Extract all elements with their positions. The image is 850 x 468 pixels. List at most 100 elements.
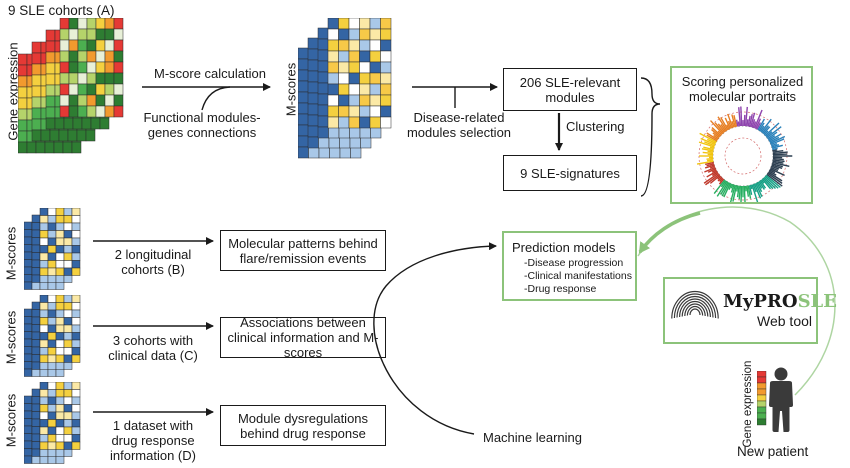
radial-bar bbox=[717, 116, 728, 132]
radial-bar bbox=[757, 118, 765, 131]
radial-bar bbox=[772, 149, 778, 152]
fingerprint-icon bbox=[671, 285, 719, 342]
radial-bar bbox=[752, 121, 757, 129]
fingerprint-ridge bbox=[679, 298, 711, 318]
radial-bar bbox=[710, 120, 724, 135]
radial-bar bbox=[738, 107, 742, 127]
radial-bar bbox=[740, 185, 743, 204]
radial-bar bbox=[750, 184, 753, 190]
functional-modules-label: Functional modules-genes connections bbox=[143, 110, 261, 140]
radial-bar bbox=[762, 126, 771, 135]
radial-bar bbox=[736, 185, 740, 198]
radial-bar bbox=[751, 119, 756, 128]
radial-bar bbox=[751, 184, 759, 204]
mscore-cell bbox=[71, 354, 81, 363]
radial-bar bbox=[706, 134, 718, 142]
radial-bar bbox=[770, 165, 780, 170]
gene-expression-heatmap-stack bbox=[18, 18, 138, 158]
radial-bar bbox=[733, 115, 738, 127]
radial-bar bbox=[735, 119, 739, 127]
radial-bar bbox=[764, 122, 780, 137]
mscore-calculation-label: M-score calculation bbox=[154, 66, 266, 81]
radial-bar bbox=[755, 118, 762, 130]
radial-bar bbox=[730, 183, 734, 189]
radial-bar bbox=[769, 169, 776, 174]
gene-expression-cell bbox=[99, 117, 110, 130]
radial-bar bbox=[769, 136, 780, 143]
radial-guide-circle bbox=[724, 137, 762, 175]
person-icon bbox=[765, 367, 797, 438]
radial-bar bbox=[726, 124, 730, 130]
radial-bar bbox=[768, 133, 782, 142]
new-patient-label: New patient bbox=[737, 444, 809, 459]
mscores-heatmap-stack bbox=[298, 18, 408, 163]
radial-bar bbox=[765, 174, 781, 188]
radial-bar bbox=[706, 163, 715, 167]
radial-bar bbox=[706, 157, 714, 160]
radial-bar bbox=[717, 123, 726, 133]
radial-bar bbox=[736, 185, 739, 192]
fingerprint-ridge bbox=[676, 295, 714, 318]
signatures-box: 9 SLE-signatures bbox=[503, 155, 637, 191]
fingerprint-ridge bbox=[671, 290, 719, 319]
portrait-box: Scoring personalized molecular portraits bbox=[670, 66, 813, 206]
row-b-cohort-text: 2 longitudinal cohorts (B) bbox=[114, 247, 192, 277]
radial-bar bbox=[700, 137, 716, 146]
radial-bar bbox=[717, 175, 722, 180]
mscore-cell bbox=[380, 116, 392, 129]
radial-bar bbox=[709, 165, 716, 169]
radial-bar bbox=[757, 181, 763, 189]
radial-bar bbox=[709, 174, 721, 184]
radial-bar bbox=[738, 185, 742, 200]
gene-expression-cell bbox=[85, 129, 96, 142]
brace bbox=[640, 77, 661, 197]
radial-bar bbox=[755, 182, 763, 198]
radial-bar bbox=[705, 173, 720, 186]
portrait-title: Scoring personalized molecular portraits bbox=[681, 74, 804, 104]
radial-bar bbox=[701, 148, 714, 152]
radial-bar bbox=[724, 117, 731, 130]
radial-bar bbox=[709, 146, 715, 149]
row-b-heatmap bbox=[24, 208, 94, 290]
radial-bar bbox=[762, 177, 774, 190]
radial-bar bbox=[728, 183, 733, 190]
radial-bar bbox=[770, 166, 779, 172]
radial-bar bbox=[769, 135, 786, 144]
radial-bar bbox=[763, 176, 776, 189]
radial-bar bbox=[772, 147, 778, 151]
radial-bar bbox=[750, 112, 756, 128]
row-d-cohort-text: 1 dataset with drug response information… bbox=[110, 418, 196, 463]
radial-bar bbox=[698, 141, 715, 148]
radial-bar bbox=[756, 122, 762, 130]
radial-bar bbox=[727, 113, 734, 129]
radial-bar bbox=[716, 180, 728, 197]
radial-bar bbox=[748, 114, 753, 127]
radial-bar bbox=[770, 138, 785, 146]
radial-bar bbox=[721, 182, 730, 197]
machine-learning-label: Machine learning bbox=[483, 430, 583, 445]
radial-bar bbox=[771, 144, 780, 148]
prediction-item-drug: -Drug response bbox=[524, 283, 597, 295]
row-d-heatmap bbox=[24, 382, 94, 464]
mscore-cell bbox=[71, 267, 81, 276]
row-c-heatmap bbox=[24, 295, 94, 377]
gene-expression-cell bbox=[113, 105, 124, 118]
radial-bar bbox=[706, 170, 718, 178]
radial-bar bbox=[720, 117, 729, 131]
radial-bar bbox=[731, 120, 735, 128]
row-b-box: Molecular patterns behind flare/remissio… bbox=[220, 230, 386, 271]
myprosle-tool-box[interactable]: MyPROSLE Web tool bbox=[663, 277, 837, 344]
radial-bar bbox=[771, 164, 783, 170]
radial-bar bbox=[771, 144, 783, 149]
radial-bar bbox=[746, 185, 750, 197]
radial-bar bbox=[732, 185, 738, 202]
radial-bar bbox=[740, 106, 743, 127]
radial-bar bbox=[752, 183, 757, 193]
patient-to-prediction-arc bbox=[637, 206, 836, 396]
radial-bar bbox=[702, 151, 714, 155]
radial-bar bbox=[770, 142, 778, 147]
clustering-label: Clustering bbox=[566, 119, 625, 134]
radial-bar bbox=[759, 125, 765, 132]
radial-bar bbox=[719, 177, 724, 182]
radial-bar bbox=[768, 170, 777, 176]
